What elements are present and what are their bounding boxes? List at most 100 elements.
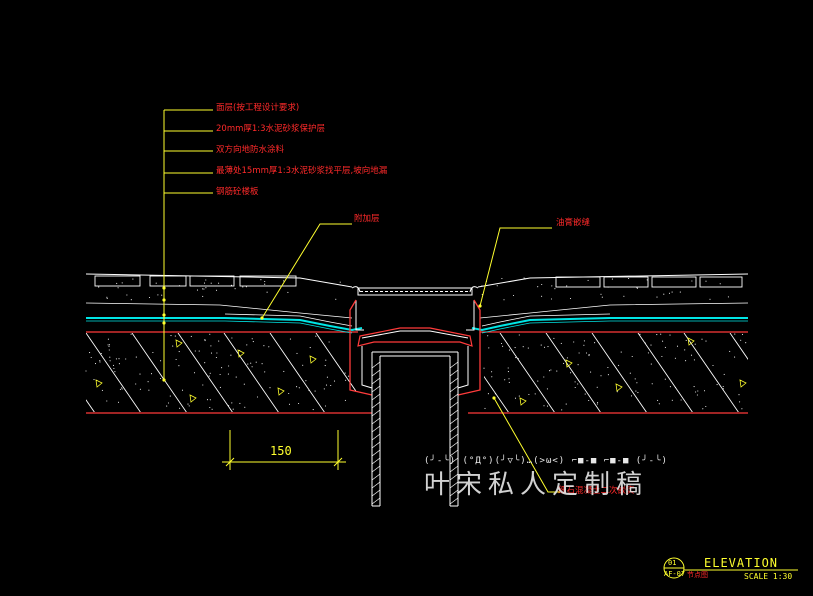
speckle [208,375,210,377]
hatch-line [407,333,464,412]
tile [239,275,297,287]
speckle [727,296,729,298]
pipe-hatch [449,457,459,465]
speckle [560,342,562,344]
label-finish-layer: 面层(按工程设计要求) [216,103,300,113]
speckle [130,333,132,335]
speckle [206,399,209,401]
speckle [739,401,741,403]
speckle [314,390,316,392]
speckle [738,394,740,396]
aggregate-mark [739,379,747,388]
speckle [107,344,109,346]
aggregate-mark [175,339,183,348]
speckle [585,352,588,354]
pipe-hatch [449,369,459,377]
speckle [697,390,699,392]
speckle [296,352,298,354]
speckle [230,354,232,356]
speckle [508,378,510,380]
title-block [663,557,798,579]
speckle [218,282,220,284]
speckle [537,380,539,382]
speckle [121,282,123,284]
speckle [540,344,542,346]
speckle [573,341,575,343]
label-grout-fill: 细石混凝土二次嵌实 [558,486,635,496]
pipe-hatch [449,409,459,417]
watermark-text: 叶宋私人定制稿 [424,470,649,500]
speckle [289,338,291,340]
waterproof-membrane-left [86,317,363,332]
speckle [668,292,671,294]
pipe-hatch [449,361,459,369]
speckle [491,371,493,373]
tile [189,275,235,287]
speckle [503,299,505,301]
dimension-150 [222,430,346,470]
pipe-hatch [449,481,459,489]
detail-number: 01 [668,559,677,567]
speckle [607,374,609,376]
speckle [283,280,285,282]
speckle [117,401,120,403]
pipe-hatch [371,401,381,409]
speckle [109,360,111,362]
speckle [101,389,103,391]
speckle [251,338,253,340]
speckle [702,408,704,410]
speckle [235,376,237,378]
speckle [155,282,157,284]
hatch-line [177,333,234,412]
speckle [620,351,622,353]
speckle [264,280,266,283]
watermark-faces: (╯-╰) (°Д°)(╯▽╰)…(>ω<) ⌐■-■ ⌐■-■ (╯-╰) [424,456,668,466]
speckle [639,333,641,335]
speckle [722,385,724,388]
speckle [664,346,666,348]
speckle [550,369,552,371]
aggregate-mark [237,349,245,358]
hatch-line [86,333,142,412]
pipe-hatch [371,393,381,401]
speckle [210,345,212,347]
speckle [546,388,548,390]
speckle [121,388,123,390]
speckle [315,335,317,337]
speckle [94,363,97,365]
speckle [741,333,744,335]
speckle [205,287,207,289]
speckle [690,354,693,356]
speckle [118,363,120,365]
speckle [709,298,711,300]
speckle [210,282,212,284]
speckle [172,345,174,347]
speckle [541,283,543,286]
speckle [501,277,503,280]
speckle [251,366,253,368]
speckle [221,367,223,369]
concrete-slab [85,277,748,414]
detail-title: ELEVATION [704,556,779,570]
speckle [106,400,108,402]
speckle [590,371,592,373]
speckle [169,395,171,397]
pipe-hatch [449,449,459,457]
speckle [629,372,631,374]
speckle [719,283,721,285]
speckle [745,342,747,344]
speckle [269,387,271,389]
speckle [246,344,248,346]
label-sealant: 油膏嵌缝 [556,218,591,228]
hatch-line [545,333,602,412]
speckle [630,395,633,397]
speckle [209,399,211,401]
speckle [500,342,503,345]
label-leveling-layer: 最薄处15mm厚1:3水泥砂浆找平层,坡向地漏 [216,166,388,176]
speckle [325,359,327,361]
speckle [243,383,245,385]
speckle [190,335,192,337]
speckle [656,296,658,298]
speckle [517,358,519,360]
speckle [139,373,141,375]
